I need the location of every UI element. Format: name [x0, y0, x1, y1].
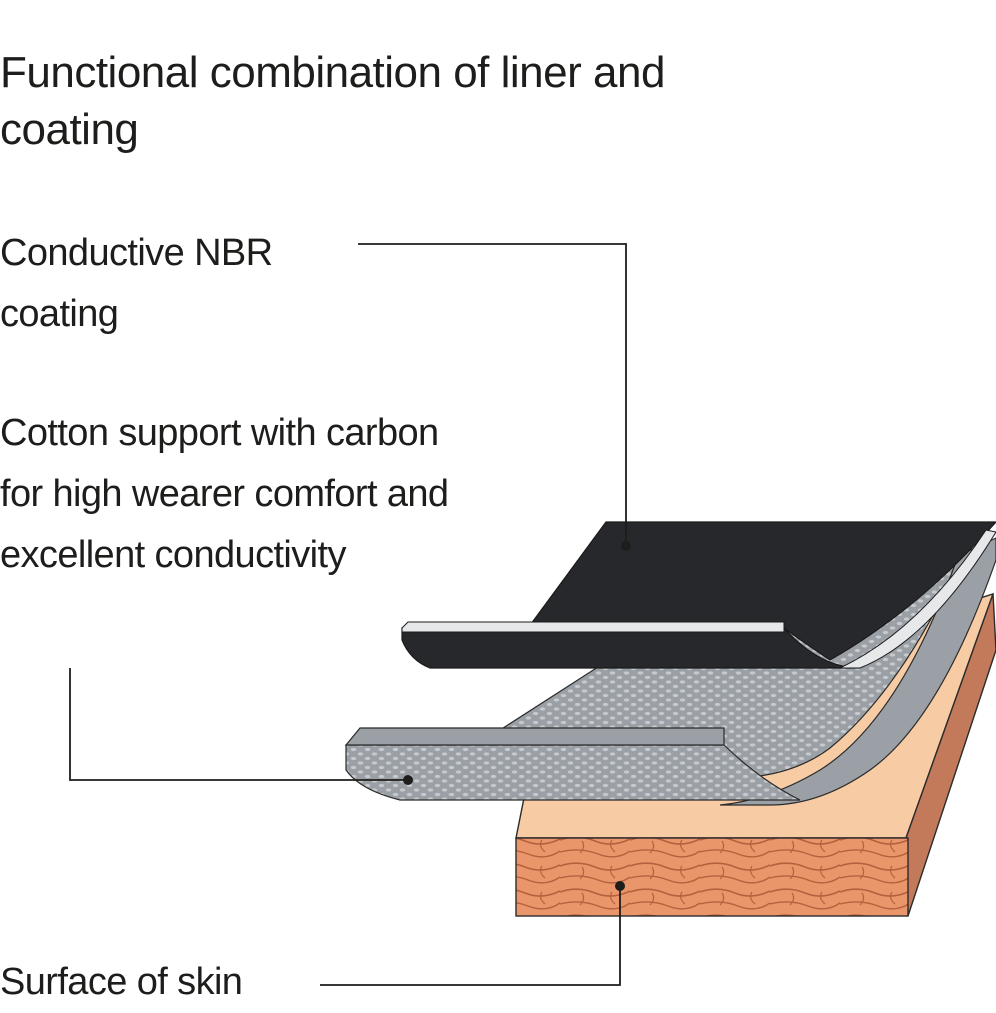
leader-dot-cotton: [403, 775, 413, 785]
leader-lines: [69, 243, 627, 986]
leader-line-coating: [358, 243, 627, 546]
label-conductive-nbr-coating: Conductive NBR coating: [0, 232, 273, 335]
leader-dot-skin: [615, 881, 625, 891]
coating-top-edge: [401, 621, 785, 633]
label-surface-of-skin: Surface of skin: [0, 961, 243, 1003]
cotton-front-face: [345, 744, 801, 801]
leader-line-skin: [320, 886, 621, 986]
diagram-title: Functional combination of liner and coat…: [0, 48, 665, 154]
leader-line-cotton: [69, 668, 408, 781]
label-cotton-support: Cotton support with carbon for high wear…: [0, 412, 449, 576]
leader-dot-coating: [621, 541, 631, 551]
coating-layer: [401, 521, 996, 669]
skin-front-face: [515, 837, 909, 917]
coating-curl-edge: [839, 529, 996, 669]
cotton-top-edge: [344, 727, 725, 746]
